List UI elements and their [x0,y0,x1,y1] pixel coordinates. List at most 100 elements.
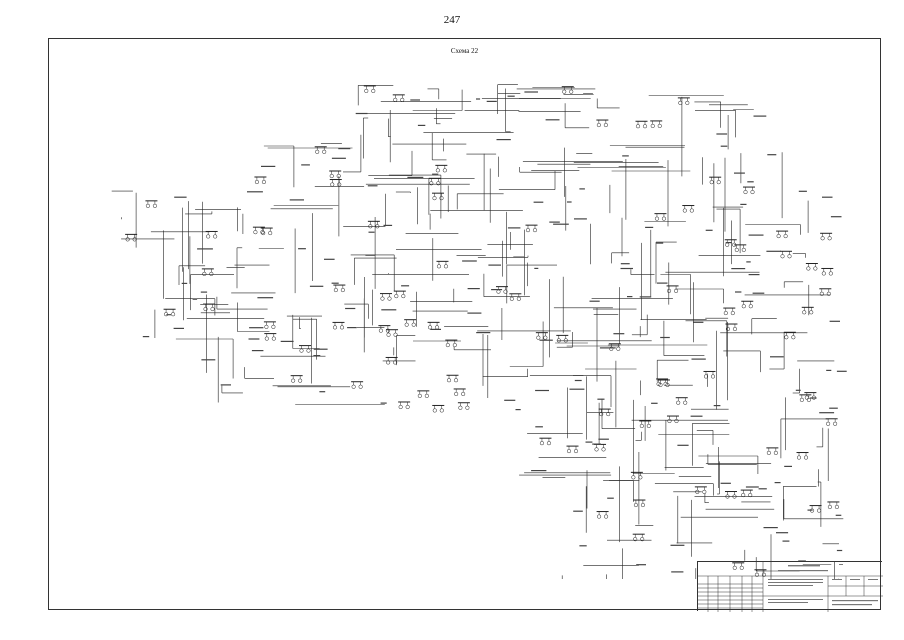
label-mark [598,438,609,440]
substation-symbol [393,290,406,299]
label-mark [748,274,760,276]
substation-symbol [630,471,643,480]
substation-symbol [351,381,364,389]
label-mark [819,412,835,414]
substation-symbol [298,345,311,353]
label-mark [549,221,560,223]
substation-symbol [783,331,796,340]
substation-symbol [378,325,391,333]
label-mark [301,164,310,166]
label-mark [462,260,477,262]
label-mark [380,402,387,404]
label-mark [355,112,368,115]
label-mark [822,196,833,198]
label-mark [142,336,150,338]
label-mark [280,340,294,342]
substation-symbol [743,186,756,195]
substation-symbol [796,452,809,460]
substation-symbol [525,224,538,233]
label-mark [835,514,842,516]
label-mark [298,248,306,250]
label-mark [197,248,213,250]
label-mark [599,347,616,349]
substation-symbol [260,227,273,236]
drawing-frame: Схема 22 [48,38,883,612]
label-mark [573,510,583,512]
page-number: 247 [443,14,461,26]
substation-symbol [776,230,789,239]
label-mark [795,389,801,391]
substation-symbol [633,499,646,508]
substation-symbol [431,192,444,201]
label-mark [810,397,817,399]
label-mark [569,388,585,390]
label-mark [515,409,521,411]
label-mark [430,328,441,330]
substation-symbol [125,233,138,242]
label-mark [201,359,216,361]
label-mark [257,297,274,299]
label-mark [690,415,703,417]
label-mark [677,444,689,446]
label-mark [251,350,264,352]
substation-symbol [379,293,392,301]
label-mark [331,282,339,284]
substation-symbol [632,533,645,542]
label-mark [740,203,747,205]
substation-symbol [682,205,695,213]
label-mark [620,267,633,270]
diagram-title: Схема 22 [450,47,479,55]
label-mark [331,157,346,159]
label-mark [836,549,843,552]
label-mark [401,285,410,287]
substation-symbol [264,333,277,341]
label-mark [693,321,704,323]
substation-symbol [608,343,621,351]
label-mark [539,339,553,341]
label-mark [174,196,187,198]
substation-symbol [675,397,688,405]
label-mark [747,181,754,183]
substation-symbol [329,179,342,187]
substation-symbol [598,408,611,417]
substation-symbol [594,443,607,452]
substation-symbol [290,375,303,383]
label-mark [770,356,784,358]
substation-symbol [427,321,440,330]
substation-symbol [201,268,214,276]
substation-symbol [453,388,466,397]
label-mark [533,201,544,203]
substation-symbol [561,86,574,94]
substation-symbol [252,226,265,235]
substation-symbol [694,486,707,494]
label-mark [597,398,605,400]
label-mark [660,336,670,339]
label-mark [645,226,654,228]
label-mark [746,261,751,263]
substation-symbol [446,374,459,383]
label-mark [774,482,781,484]
label-mark [592,443,601,445]
substation-symbol [819,288,832,296]
substation-symbol [666,415,679,424]
substation-symbol [203,303,216,312]
label-mark [166,314,171,316]
label-mark [504,399,516,401]
substation-symbol [703,370,716,379]
label-mark [622,155,629,157]
substation-symbol [734,244,747,252]
label-mark [496,139,511,141]
label-mark [583,93,593,95]
label-mark [720,145,728,147]
label-mark [368,231,375,233]
substation-symbol [205,230,218,239]
label-mark [173,327,184,329]
label-mark [620,263,630,265]
label-mark [829,407,838,409]
label-mark [636,564,646,566]
substation-symbol [801,306,814,315]
label-mark [200,291,208,293]
substation-symbol [766,447,779,455]
label-mark [367,185,378,187]
label-mark [410,99,420,101]
